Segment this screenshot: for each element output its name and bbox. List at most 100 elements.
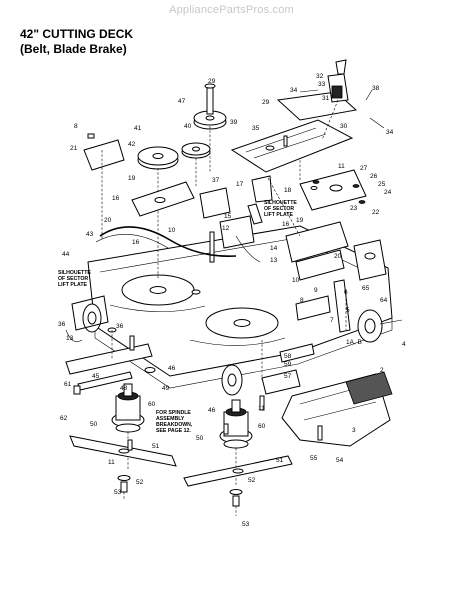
left-anti-scalp-wheel: [65, 295, 109, 342]
diagram-title: 42" CUTTING DECK (Belt, Blade Brake): [20, 27, 133, 57]
svg-text:FOR SPINDLE: FOR SPINDLE: [156, 410, 191, 416]
callout: 16: [112, 195, 120, 202]
callout: 4: [402, 341, 406, 348]
pulleys: [137, 83, 227, 278]
callout: 62: [60, 415, 68, 422]
callout: 26: [370, 173, 378, 180]
callout: 41: [134, 125, 142, 132]
callout: 20: [104, 217, 112, 224]
callout: 25: [378, 181, 386, 188]
svg-text:BREAKDOWN,: BREAKDOWN,: [156, 422, 193, 428]
callout: 19: [296, 217, 304, 224]
svg-text:OF SECTOR: OF SECTOR: [264, 206, 294, 212]
callout: 46: [208, 407, 216, 414]
callout: 29: [208, 78, 216, 85]
note-silhouette-right: SILHOUETTE OF SECTOR LIFT PLATE: [264, 200, 297, 218]
callout: 24: [384, 189, 392, 196]
callout: 11: [258, 405, 265, 412]
callout: 12: [222, 225, 230, 232]
callout: 21: [70, 145, 78, 152]
callout: 10: [168, 227, 176, 234]
callout: 44: [62, 251, 70, 258]
callout: 19: [128, 175, 136, 182]
svg-text:LIFT PLATE: LIFT PLATE: [264, 212, 294, 218]
callout: 52: [136, 479, 144, 486]
callout: 32: [316, 73, 324, 80]
callout: 64: [380, 297, 388, 304]
callout: 50: [90, 421, 98, 428]
discharge-chute: [281, 371, 393, 447]
callout: 35: [252, 125, 260, 132]
callout: 3: [352, 427, 356, 434]
callout: 17: [236, 181, 244, 188]
brake-assembly: [299, 160, 367, 211]
callout: 13: [66, 335, 74, 342]
callout: 65: [362, 285, 370, 292]
note-spindle-breakdown: FOR SPINDLE ASSEMBLY BREAKDOWN, SEE PAGE…: [156, 410, 193, 434]
sector-lift-plate: [209, 203, 263, 263]
callout: 13: [270, 257, 278, 264]
svg-text:SEE PAGE 12.: SEE PAGE 12.: [156, 428, 191, 434]
title-line-2: (Belt, Blade Brake): [20, 42, 127, 56]
part-callouts: 47 29 39 40 41 42 35 37 32 33 34 31 38 3…: [58, 73, 406, 528]
belt-cover: [230, 119, 354, 173]
deck-belt: [95, 226, 237, 257]
note-silhouette-left: SILHOUETTE OF SECTOR LIFT PLATE: [58, 270, 91, 288]
callout: 42: [128, 141, 136, 148]
right-blade: [183, 455, 293, 487]
callout: 1A, B: [346, 339, 362, 346]
callout: 43: [86, 231, 94, 238]
callout: 33: [318, 81, 326, 88]
center-deflector-wheel: [221, 343, 315, 396]
callout: 10: [292, 277, 300, 284]
callout: 2: [380, 367, 384, 374]
svg-text:ASSEMBLY: ASSEMBLY: [156, 416, 185, 422]
callout: 8: [300, 297, 304, 304]
callout: 58: [284, 353, 292, 360]
callout: 36: [58, 321, 66, 328]
callout: 53: [114, 489, 122, 496]
callout: 15: [224, 213, 232, 220]
callout: 27: [360, 165, 368, 172]
callout: 18: [284, 187, 292, 194]
svg-text:SILHOUETTE: SILHOUETTE: [58, 270, 91, 276]
callout: 36: [116, 323, 124, 330]
callout: 49: [162, 385, 170, 392]
callout: 30: [340, 123, 348, 130]
callout: 53: [242, 521, 250, 528]
callout: 8: [74, 123, 78, 130]
callout: 60: [148, 401, 156, 408]
left-blade: [69, 435, 177, 467]
callout: 31: [322, 95, 330, 102]
callout: 55: [310, 455, 318, 462]
callout: 9: [314, 287, 318, 294]
lift-bracket-top: [276, 59, 385, 129]
title-line-1: 42" CUTTING DECK: [20, 27, 134, 41]
watermark: AppliancePartsPros.com: [169, 4, 294, 16]
callout: 61: [64, 381, 72, 388]
callout: 11: [338, 163, 345, 170]
right-gauge-wheel: [295, 279, 403, 343]
callout: 14: [270, 245, 278, 252]
assembly-lines: [101, 99, 347, 380]
svg-text:LIFT PLATE: LIFT PLATE: [58, 282, 88, 288]
callout: 23: [350, 205, 358, 212]
callout: 29: [262, 99, 270, 106]
callout: 40: [184, 123, 192, 130]
blade-hardware: [117, 475, 243, 516]
callout: 48: [120, 385, 128, 392]
callout: 5: [346, 307, 350, 314]
right-belt-guide: [285, 221, 387, 281]
callout: 45: [92, 373, 100, 380]
callout: 11: [108, 459, 115, 466]
idler-brackets: [83, 139, 273, 219]
front-baffle: [65, 343, 153, 391]
callout: 46: [168, 365, 176, 372]
callout: 51: [152, 443, 160, 450]
callout: 7: [330, 317, 334, 324]
left-spindle: [111, 383, 145, 470]
callout: 16: [282, 221, 290, 228]
callout: 37: [212, 177, 220, 184]
hardware-bolts: [73, 133, 323, 451]
